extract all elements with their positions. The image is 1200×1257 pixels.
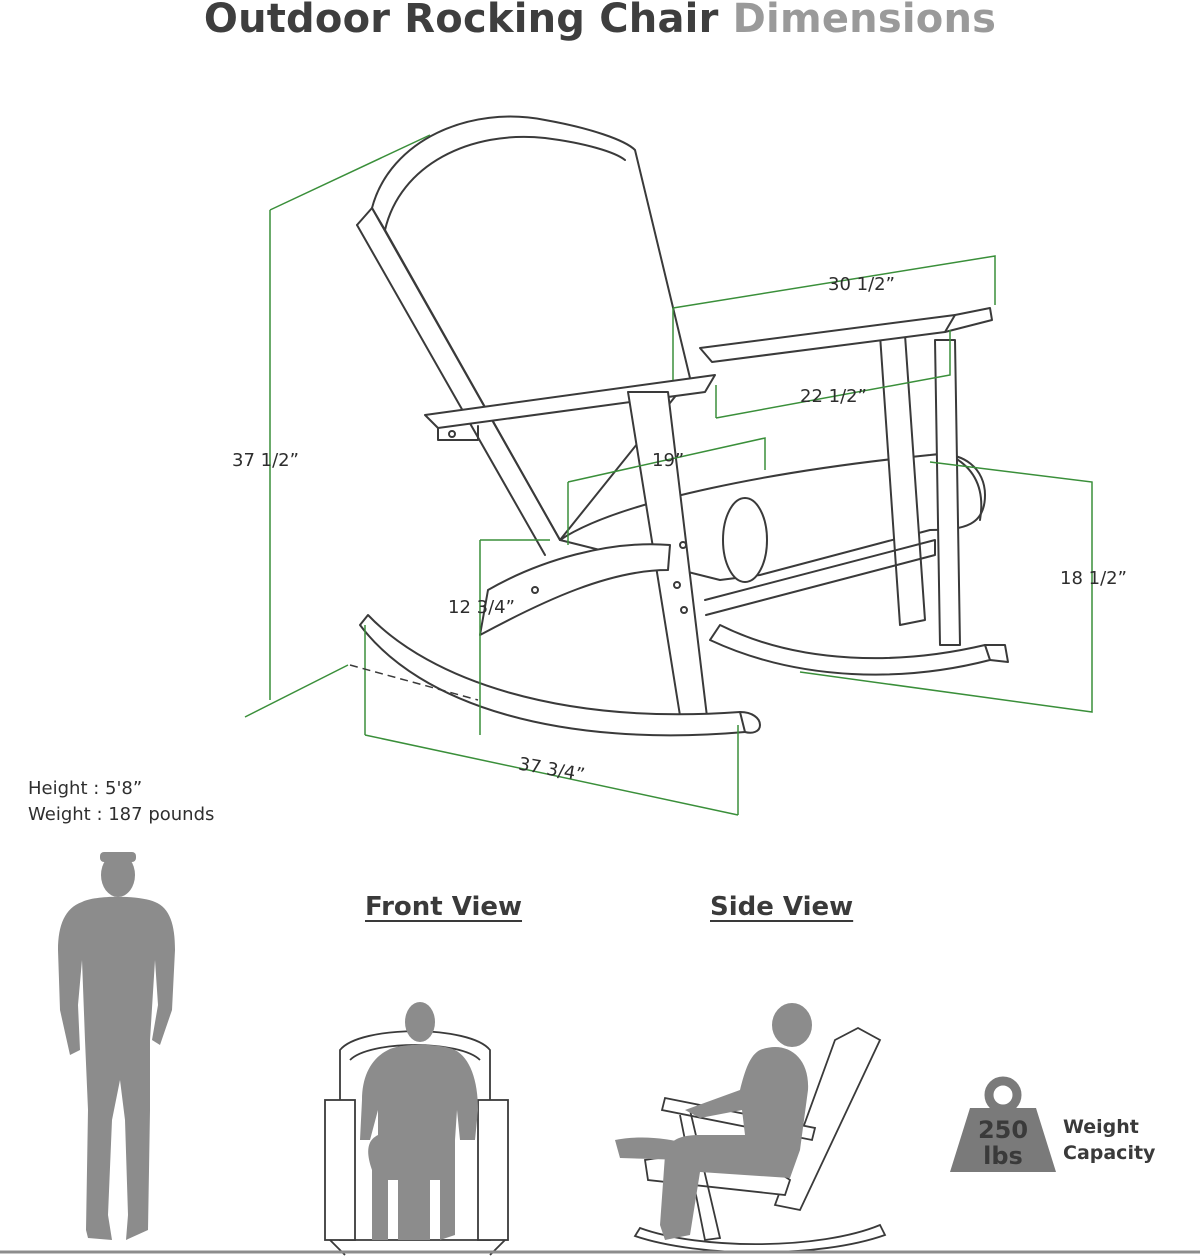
capacity-unit: lbs [983,1142,1023,1170]
weight-icon: 250 lbs [950,1076,1056,1172]
overall-height-label: 37 1/2” [232,450,299,471]
weight-label: Weight [28,804,91,825]
side-view-label: Side View [710,892,854,922]
capacity-line1: Weight [1063,1116,1139,1138]
capacity-line2: Capacity [1063,1142,1156,1164]
seat-depth-label: 19” [652,450,684,471]
front-view-label: Front View [365,892,523,922]
title-accent: Dimensions [732,0,997,42]
height-value: 5'8” [105,778,143,799]
page-title: Outdoor Rocking Chair Dimensions [0,0,1200,42]
seat-height-label: 12 3/4” [448,597,515,618]
capacity-caption: Weight Capacity [1063,1114,1155,1166]
hidden-edge-line [349,664,479,701]
arm-height-label: 18 1/2” [1060,568,1127,589]
person-weight-row: Weight : 187 pounds [28,804,215,825]
weight-value: 187 pounds [108,804,215,825]
capacity-value: 250 [978,1116,1028,1144]
dimension-lines [244,134,1093,816]
title-main: Outdoor Rocking Chair [203,0,719,42]
side-view-figure [615,1003,887,1254]
overall-depth-label: 37 3/4” [517,754,587,786]
standing-person-figure [58,852,175,1240]
seat-width-label: 22 1/2” [800,386,867,407]
front-view-figure [324,1002,509,1256]
chair-drawing [356,115,1009,737]
person-height-row: Height : 5'8” [28,778,143,799]
height-label: Height [28,778,88,799]
overall-width-label: 30 1/2” [828,274,895,295]
person-info: Height : 5'8” Weight : 187 pounds [28,776,214,828]
